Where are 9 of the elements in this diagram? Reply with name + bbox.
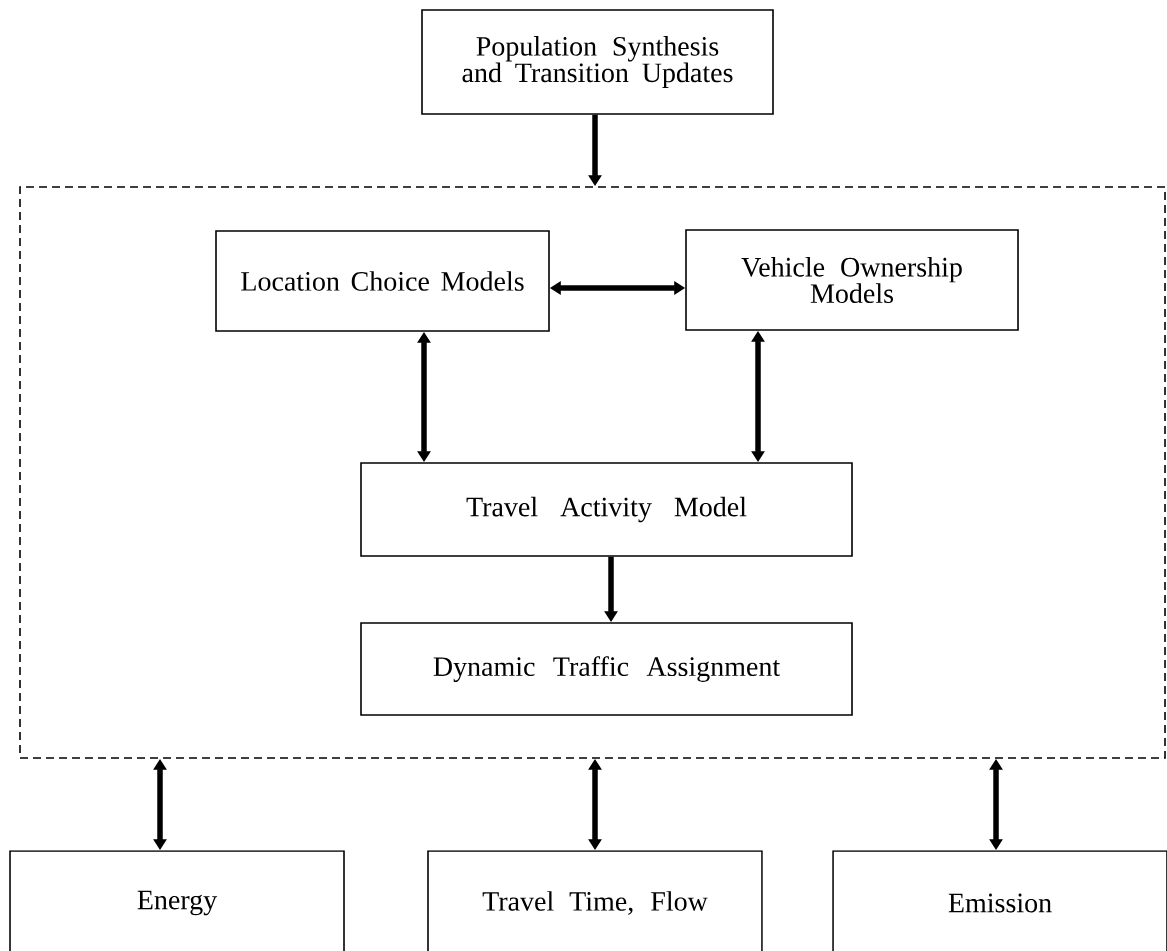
process-box: Population Synthesis and Transition Updates: [421, 9, 774, 115]
process-box: Location Choice Models: [215, 230, 550, 332]
process-box: Vehicle Ownership Models: [685, 229, 1019, 331]
dashed-frame: [19, 186, 1166, 759]
process-box: Travel Activity Model: [360, 462, 853, 557]
process-box: Travel Time, Flow: [427, 850, 763, 951]
process-box: Energy: [9, 850, 345, 951]
process-box: Emission: [832, 850, 1167, 951]
process-box: Dynamic Traffic Assignment: [360, 622, 853, 716]
